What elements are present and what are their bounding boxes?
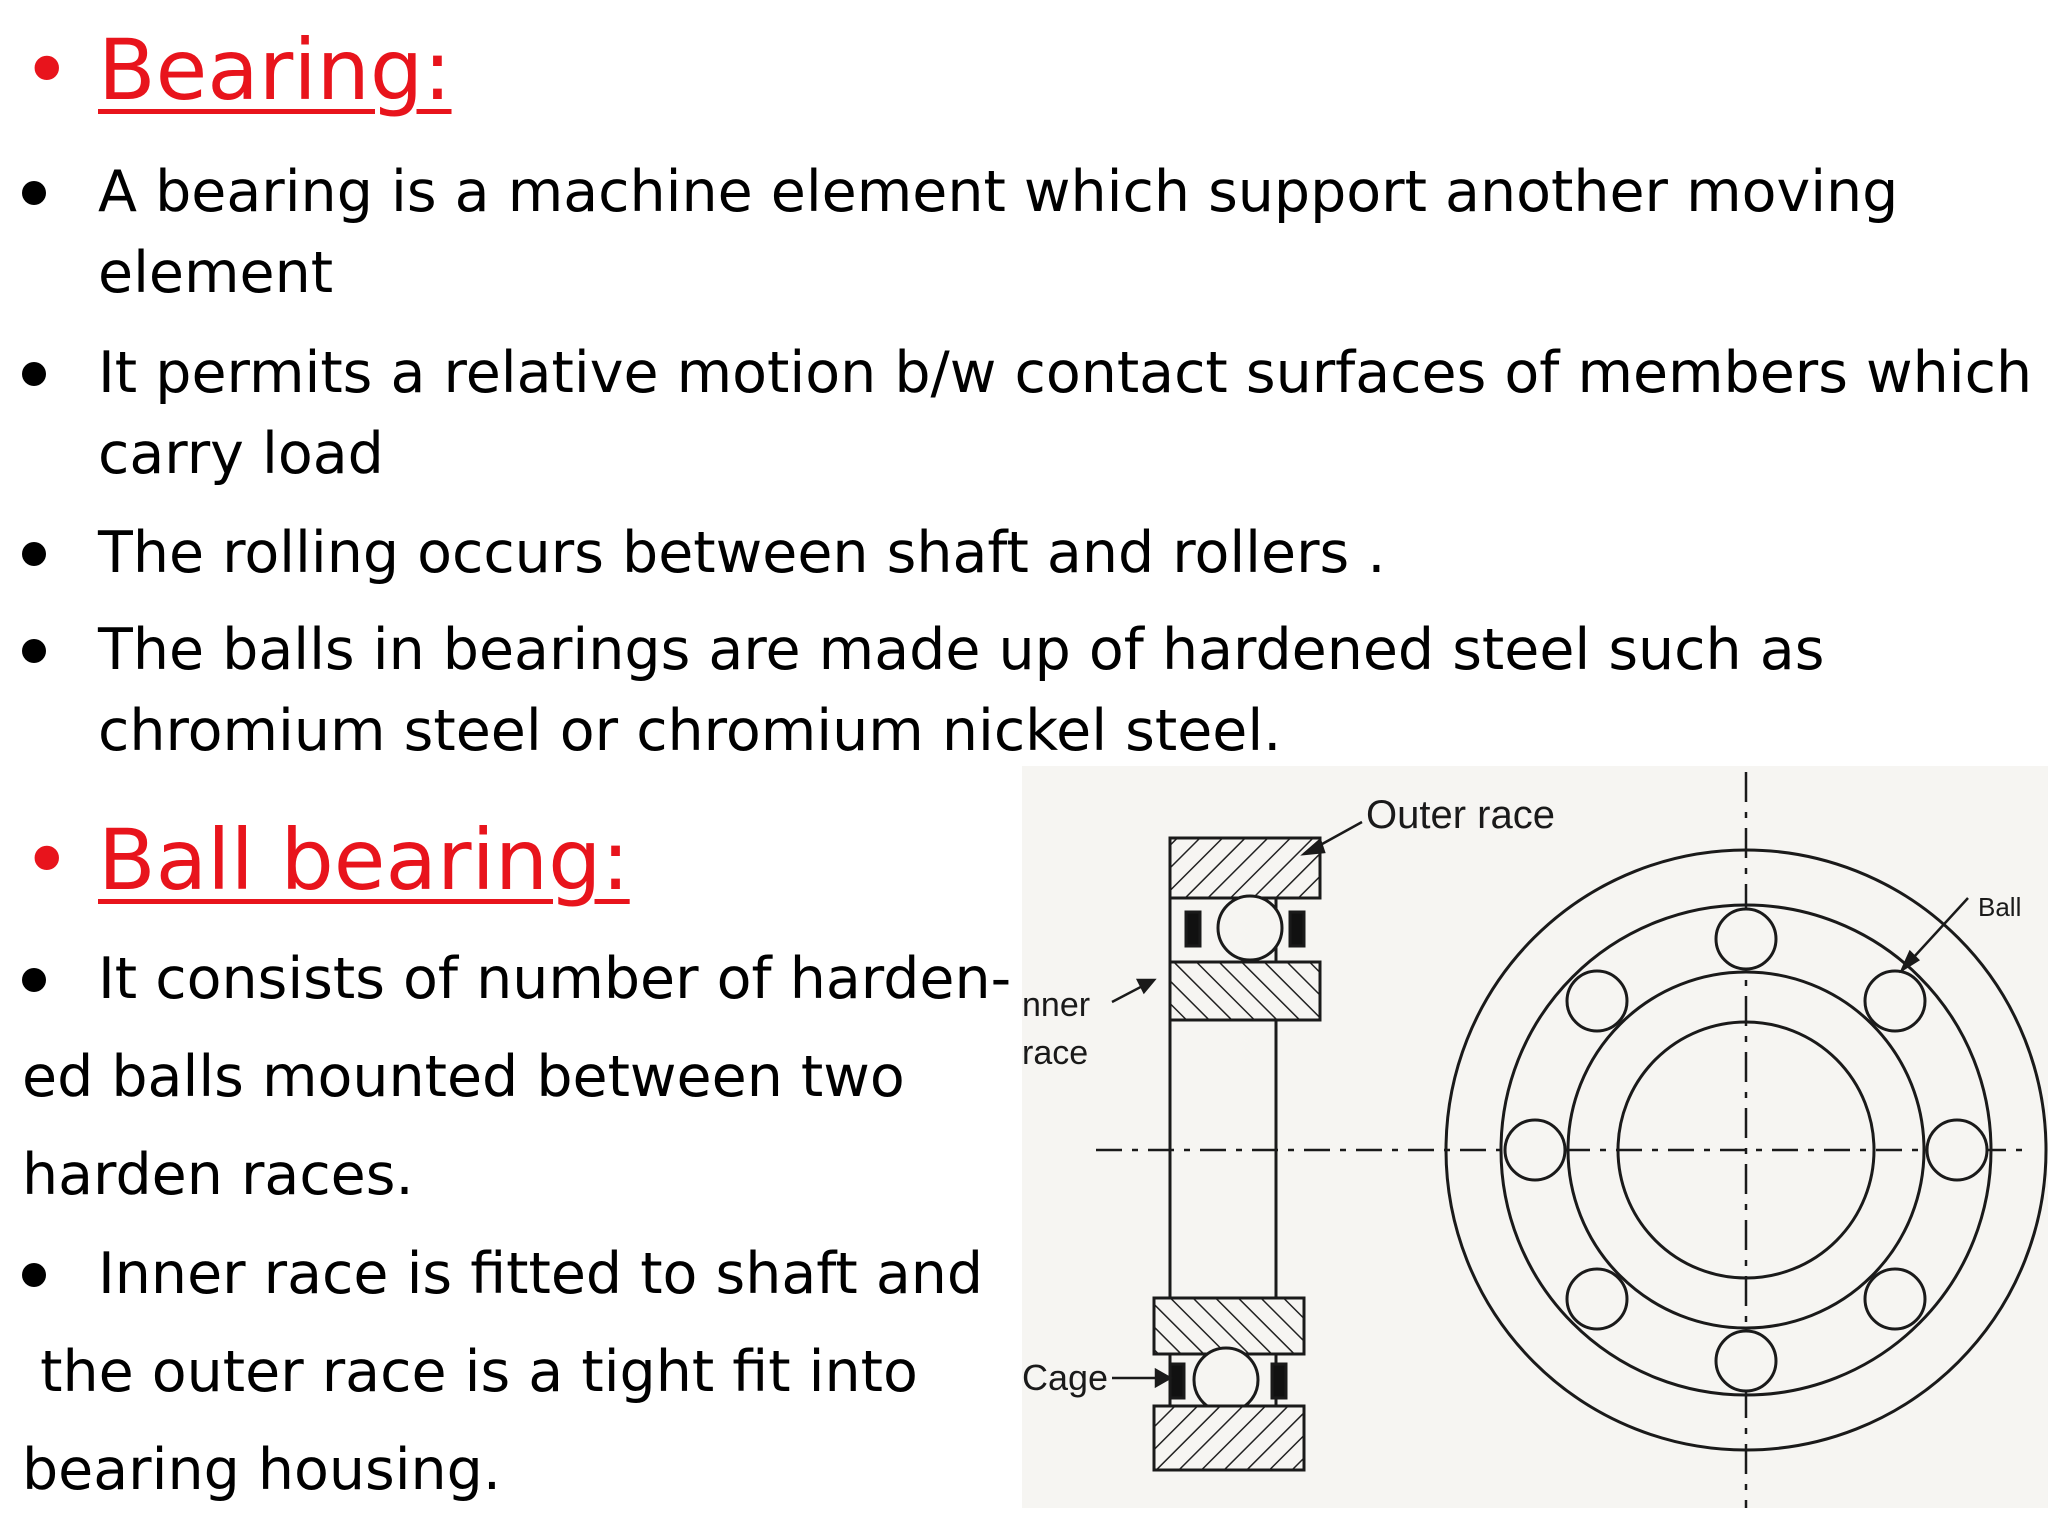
- label-cage: Cage: [1022, 1357, 1108, 1398]
- side-section-view: [1096, 836, 2032, 1472]
- bullet-text: chromium steel or chromium nickel steel.: [98, 698, 1282, 764]
- label-race: race: [1022, 1034, 1088, 1072]
- bullet-text: It permits a relative motion b/w contact…: [98, 340, 2033, 406]
- bullet-text: the outer race is a tight fit into: [22, 1339, 918, 1405]
- bullet-text: It consists of number of harden-: [98, 946, 1012, 1012]
- front-view: [1444, 772, 2048, 1508]
- outer-race-inner-circle: [1499, 903, 1993, 1397]
- outer-race-circle: [1444, 848, 2048, 1452]
- bullet-text: bearing housing.: [22, 1437, 501, 1503]
- ball: [1714, 1329, 1778, 1393]
- heading-ball-bearing: •Ball bearing:: [22, 811, 630, 909]
- bullet-dot: [22, 181, 46, 205]
- bullet-text: carry load: [98, 421, 384, 487]
- bore-circle: [1616, 1020, 1876, 1280]
- bullet-text: The rolling occurs between shaft and rol…: [98, 520, 1386, 586]
- heading-bearing: •Bearing:: [22, 21, 452, 119]
- label-outer-race: Outer race: [1366, 793, 1555, 837]
- ball: [1863, 1267, 1927, 1331]
- bullet-dot: [22, 968, 46, 992]
- heading-bullet: •: [22, 811, 72, 909]
- inner-race-bottom: [1152, 1296, 1306, 1356]
- bullet-dot: [22, 639, 46, 663]
- heading-bullet: •: [22, 21, 72, 119]
- inner-race-top: [1168, 960, 1322, 1022]
- bullet-text: The balls in bearings are made up of har…: [98, 617, 1825, 683]
- bullet-text: A bearing is a machine element which sup…: [98, 159, 1899, 225]
- cage-bottom-right: [1270, 1362, 1288, 1400]
- ball-bearing-diagram: Outer race Ball nner race Cage: [1022, 766, 2048, 1508]
- ball: [1863, 969, 1927, 1033]
- bullet-dot: [22, 362, 46, 386]
- bearing-svg: Outer race Ball nner race Cage: [1022, 772, 2048, 1508]
- ball: [1714, 907, 1778, 971]
- ball-top: [1216, 894, 1284, 962]
- bullet-text: Inner race is fitted to shaft and: [98, 1241, 984, 1307]
- label-ball: Ball: [1978, 892, 2021, 922]
- bullet-text: harden races.: [22, 1142, 414, 1208]
- ball: [1925, 1118, 1989, 1182]
- ball: [1503, 1118, 1567, 1182]
- bullet-text: ed balls mounted between two: [22, 1044, 905, 1110]
- bullet-dot: [22, 1263, 46, 1287]
- cage-top-left: [1184, 910, 1202, 948]
- bullet-text: element: [98, 240, 334, 306]
- ball-bottom: [1192, 1346, 1260, 1414]
- label-inner: nner: [1022, 986, 1090, 1024]
- leader-lines: [1111, 820, 1969, 1389]
- ball: [1565, 1267, 1629, 1331]
- cage-top-right: [1288, 910, 1306, 948]
- outer-race-top: [1168, 836, 1322, 900]
- ball: [1565, 969, 1629, 1033]
- bullet-dot: [22, 542, 46, 566]
- cage-bottom-left: [1168, 1362, 1186, 1400]
- inner-race-outer-circle: [1566, 970, 1926, 1330]
- outer-race-bottom: [1152, 1404, 1306, 1472]
